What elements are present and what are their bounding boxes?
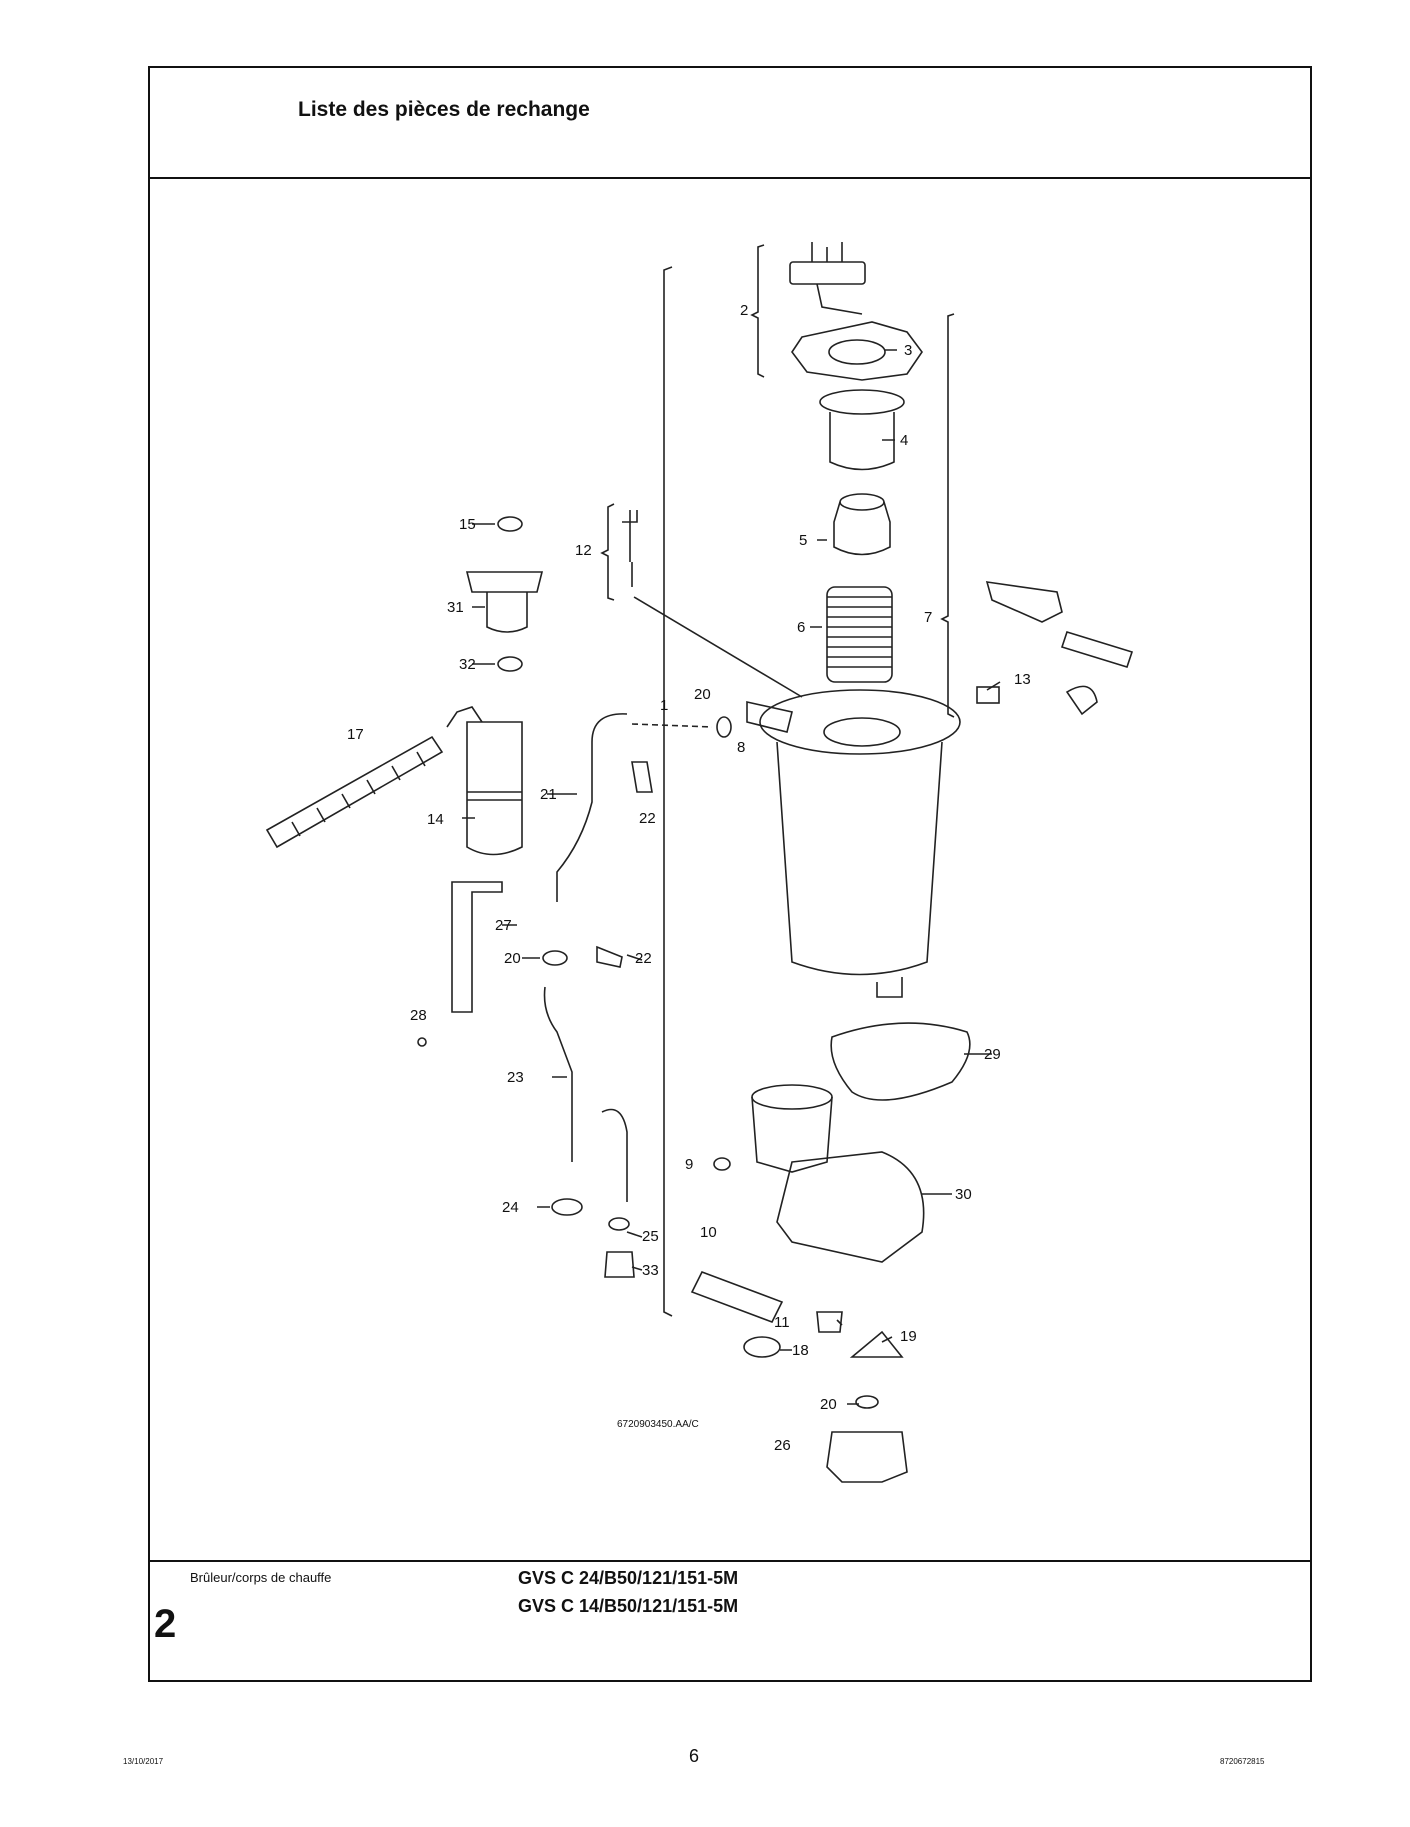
part-11 xyxy=(816,1311,843,1333)
callout-4: 4 xyxy=(900,432,908,449)
brace-12 xyxy=(600,503,615,601)
part-9 xyxy=(713,1157,731,1171)
callout-12: 12 xyxy=(575,542,592,559)
callout-24: 24 xyxy=(502,1199,519,1216)
clip-part-22b xyxy=(596,945,623,968)
model-line-2: GVS C 14/B50/121/151-5M xyxy=(518,1596,739,1616)
flange-part-3 xyxy=(791,321,923,381)
callout-28: 28 xyxy=(410,1007,427,1024)
callout-27: 27 xyxy=(495,917,512,934)
clip-part-7 xyxy=(1065,685,1098,716)
callout-5: 5 xyxy=(799,532,807,549)
callout-23: 23 xyxy=(507,1069,524,1086)
assembly-bracket xyxy=(663,266,673,1317)
callout-29: 29 xyxy=(984,1046,1001,1063)
callout-labels: 1 2 3 4 5 6 7 8 9 10 11 12 13 14 15 17 1… xyxy=(347,302,1031,1454)
callout-21: 21 xyxy=(540,786,557,803)
part-8 xyxy=(746,701,793,733)
header-band: Liste des pièces de rechange xyxy=(150,68,1310,179)
document-code: 8720672815 xyxy=(1220,1757,1265,1766)
cone-part-19 xyxy=(849,1330,904,1358)
model-line-1: GVS C 24/B50/121/151-5M xyxy=(518,1568,739,1588)
pipe-part-23 xyxy=(543,986,628,1202)
callout-26: 26 xyxy=(774,1437,791,1454)
seal-part-20a xyxy=(542,950,568,966)
exploded-diagram: 1 2 3 4 5 6 7 8 9 10 11 12 13 14 15 17 1… xyxy=(150,179,1310,1564)
callout-2: 2 xyxy=(740,302,748,319)
callout-18: 18 xyxy=(792,1342,809,1359)
page-frame: Liste des pièces de rechange xyxy=(148,66,1312,1682)
drawing-code: 6720903450.AA/C xyxy=(617,1419,699,1430)
callout-22-mid: 22 xyxy=(635,950,652,967)
seal-part-25 xyxy=(608,1217,630,1231)
gasket-part-29 xyxy=(830,1022,971,1101)
seal-part-20b xyxy=(716,716,732,738)
corrugated-tube-part-6 xyxy=(826,586,893,683)
part-10 xyxy=(690,1270,784,1324)
sump-part-30 xyxy=(751,1084,925,1263)
callout-6: 6 xyxy=(797,619,805,636)
flue-part-14 xyxy=(446,706,523,856)
clip-part-22a xyxy=(631,761,653,793)
callout-19: 19 xyxy=(900,1328,917,1345)
brace-2 xyxy=(750,244,765,378)
callout-30: 30 xyxy=(955,1186,972,1203)
callout-32: 32 xyxy=(459,656,476,673)
seal-part-24 xyxy=(551,1198,583,1216)
callout-9: 9 xyxy=(685,1156,693,1173)
page-title: Liste des pièces de rechange xyxy=(298,98,590,121)
callout-7: 7 xyxy=(924,609,932,626)
callout-22-top: 22 xyxy=(639,810,656,827)
callout-15: 15 xyxy=(459,516,476,533)
footer-date: 13/10/2017 xyxy=(123,1757,164,1766)
part-5 xyxy=(833,493,891,556)
seal-part-15 xyxy=(497,516,523,532)
callout-20-mid: 20 xyxy=(504,950,521,967)
heat-exchanger-body xyxy=(759,689,961,998)
seal-part-18 xyxy=(743,1336,781,1358)
callout-3: 3 xyxy=(904,342,912,359)
section-label: Brûleur/corps de chauffe xyxy=(190,1570,332,1585)
seal-part-32 xyxy=(497,656,523,672)
section-number: 2 xyxy=(154,1602,177,1646)
bracket-part-27 xyxy=(451,881,503,1013)
callout-8: 8 xyxy=(737,739,745,756)
callout-31: 31 xyxy=(447,599,464,616)
footer-band: Brûleur/corps de chauffe 2 GVS C 24/B50/… xyxy=(150,1560,1310,1680)
callout-20-bottom: 20 xyxy=(820,1396,837,1413)
bracket-part-7 xyxy=(985,581,1063,623)
callout-25: 25 xyxy=(642,1228,659,1245)
page-number: 6 xyxy=(689,1746,700,1766)
strap-part-7 xyxy=(1060,631,1134,668)
seal-part-20c xyxy=(855,1395,879,1409)
callout-10: 10 xyxy=(700,1224,717,1241)
callout-17: 17 xyxy=(347,726,364,743)
callout-13: 13 xyxy=(1014,671,1031,688)
pipe-part-21 xyxy=(556,713,628,902)
callout-11: 11 xyxy=(774,1314,790,1331)
hose-part-17 xyxy=(265,735,444,849)
electrode-assembly-part xyxy=(789,242,866,315)
burner-tube-part-4 xyxy=(819,389,905,471)
nut-part-33 xyxy=(604,1251,635,1278)
callout-1: 1 xyxy=(660,697,668,714)
callout-33: 33 xyxy=(642,1262,659,1279)
connector-part-31 xyxy=(465,571,544,633)
screw-part-28 xyxy=(417,1037,427,1047)
callout-14: 14 xyxy=(427,811,444,828)
trap-part-26 xyxy=(826,1431,908,1483)
callout-20-top: 20 xyxy=(694,686,711,703)
brace-7 xyxy=(940,313,955,718)
pad-part-13 xyxy=(976,686,1000,704)
